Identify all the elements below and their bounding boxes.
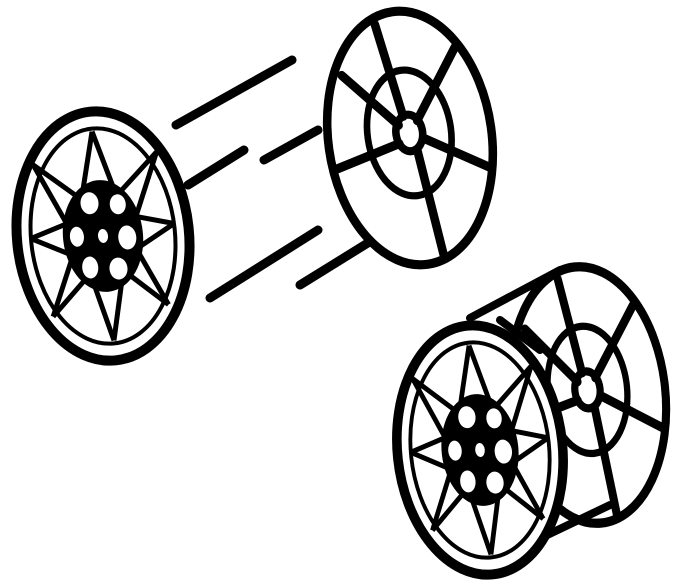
back-flange: [311, 0, 508, 275]
exploded-spool: [4, 0, 508, 369]
assembled-spool: [385, 259, 679, 583]
front-flange: [4, 103, 201, 370]
